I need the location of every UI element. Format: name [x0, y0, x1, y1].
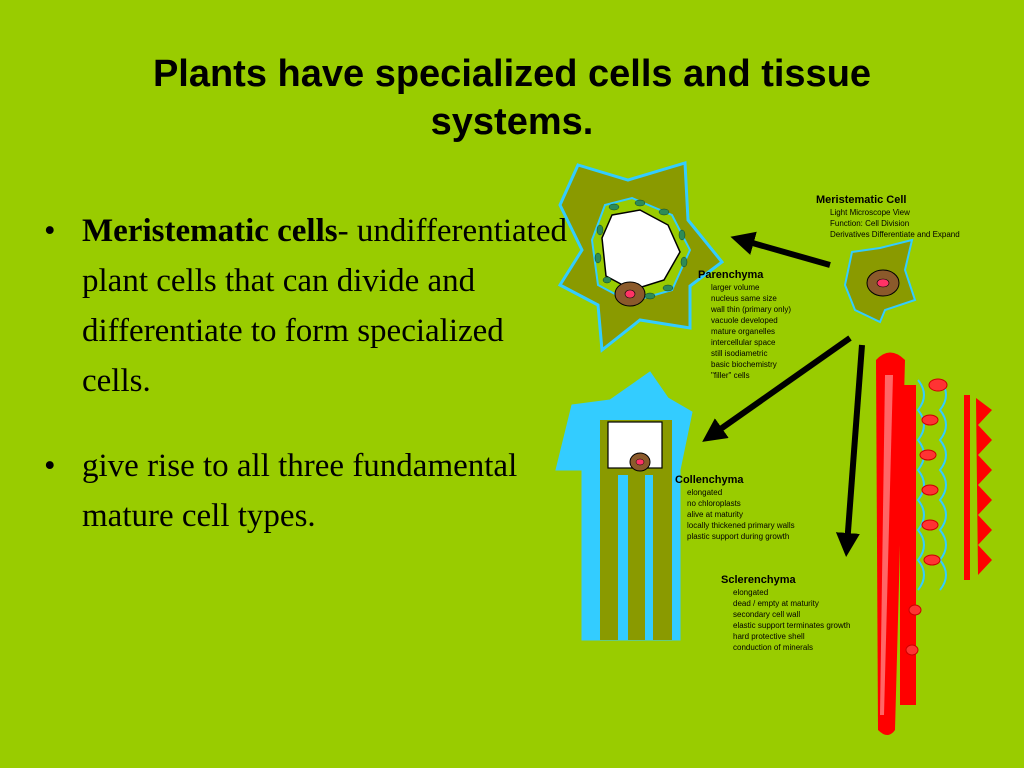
parenchyma-line: intercellular space: [711, 338, 776, 347]
sclerenchyma-line: elongated: [733, 588, 768, 597]
meristematic-line: Light Microscope View: [830, 208, 910, 217]
bullet-item: • give rise to all three fundamental mat…: [40, 441, 580, 541]
parenchyma-line: vacuole developed: [711, 316, 778, 325]
collenchyma-heading: Collenchyma: [675, 474, 744, 486]
meristematic-cell-illustration: [843, 238, 917, 324]
collenchyma-line: no chloroplasts: [687, 499, 741, 508]
sclerenchyma-cell-illustration: [876, 352, 992, 735]
meristematic-line: Function: Cell Division: [830, 219, 909, 228]
bullet-text: undifferentiated plant cells that can di…: [82, 213, 567, 399]
collenchyma-line: locally thickened primary walls: [687, 521, 795, 530]
bullet-term: Meristematic cells: [82, 213, 338, 249]
sclerenchyma-line: elastic support terminates growth: [733, 621, 850, 630]
title-line-2: systems.: [430, 101, 594, 143]
sclerenchyma-line: secondary cell wall: [733, 610, 800, 619]
collenchyma-line: elongated: [687, 488, 722, 497]
meristematic-cell-label: Meristematic Cell Light Microscope View …: [816, 194, 960, 239]
parenchyma-line: "filler" cells: [711, 371, 750, 380]
arrow-to-collenchyma: [702, 335, 852, 442]
sclerenchyma-line: dead / empty at maturity: [733, 599, 819, 608]
bullet-dot-icon: •: [44, 448, 56, 484]
parenchyma-heading: Parenchyma: [698, 269, 764, 281]
collenchyma-line: alive at maturity: [687, 510, 743, 519]
arrow-to-sclerenchyma: [835, 344, 865, 557]
parenchyma-line: mature organelles: [711, 327, 775, 336]
cell-types-diagram: Meristematic Cell Light Microscope View …: [555, 161, 992, 735]
sclerenchyma-heading: Sclerenchyma: [721, 574, 796, 586]
parenchyma-label: Parenchyma larger volume nucleus same si…: [698, 269, 791, 380]
collenchyma-cell-illustration: [555, 371, 693, 641]
title-line-1: Plants have specialized cells and tissue: [152, 53, 872, 95]
parenchyma-line: basic biochemistry: [711, 360, 777, 369]
collenchyma-line: plastic support during growth: [687, 532, 789, 541]
parenchyma-line: larger volume: [711, 283, 760, 292]
sclerenchyma-label: Sclerenchyma elongated dead / empty at m…: [721, 574, 850, 652]
bullet-list: • Meristematic cells- undifferentiated p…: [40, 206, 580, 576]
meristematic-line: Derivatives Differentiate and Expand: [830, 230, 960, 239]
parenchyma-cell-illustration: [557, 161, 725, 353]
collenchyma-label: Collenchyma elongated no chloroplasts al…: [675, 474, 795, 541]
sclerenchyma-line: hard protective shell: [733, 632, 805, 641]
parenchyma-line: still isodiametric: [711, 349, 767, 358]
bullet-dot-icon: •: [44, 213, 56, 249]
parenchyma-line: nucleus same size: [711, 294, 777, 303]
bullet-separator: -: [337, 213, 349, 249]
bullet-item: • Meristematic cells- undifferentiated p…: [40, 206, 580, 406]
meristematic-heading: Meristematic Cell: [816, 194, 906, 206]
parenchyma-line: wall thin (primary only): [710, 305, 791, 314]
arrow-to-parenchyma: [730, 231, 831, 268]
slide-title: Plants have specialized cells and tissue…: [40, 50, 984, 146]
bullet-text: give rise to all three fundamental matur…: [82, 448, 518, 534]
derivation-arrows: [702, 231, 865, 557]
sclerenchyma-line: conduction of minerals: [733, 643, 813, 652]
